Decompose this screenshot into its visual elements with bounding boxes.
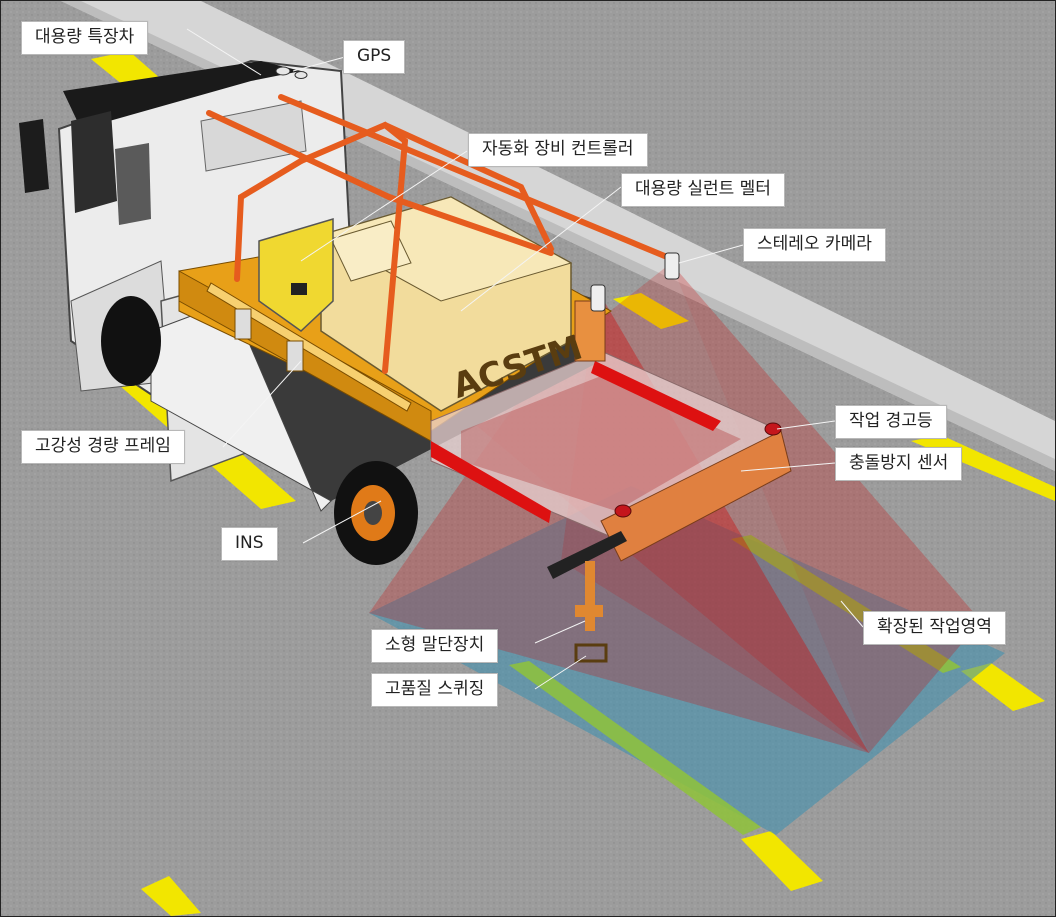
label-lightweight-frame: 고강성 경량 프레임 (21, 430, 185, 464)
end-effector-tool (547, 531, 627, 663)
gps-antenna (275, 66, 308, 79)
label-end-effector: 소형 말단장치 (371, 629, 499, 663)
warning-lights (614, 422, 782, 518)
stereo-cameras (590, 252, 680, 312)
label-stereo-camera: 스테레오 카메라 (743, 228, 886, 262)
extension-arm (430, 300, 792, 562)
roof-rails (206, 94, 670, 374)
work-area (369, 486, 1005, 835)
label-sealant-melter: 대용량 실런트 멜터 (621, 173, 785, 207)
label-automation-controller: 자동화 장비 컨트롤러 (468, 133, 648, 167)
label-gps: GPS (343, 40, 406, 74)
wheel-rear (334, 461, 418, 565)
wheel-front (101, 296, 161, 386)
label-expanded-work-area: 확장된 작업영역 (863, 611, 1006, 645)
label-squeegee: 고품질 스퀴징 (371, 673, 499, 707)
label-warning-light: 작업 경고등 (835, 405, 947, 439)
label-ins: INS (221, 527, 278, 561)
controller-box (258, 217, 334, 332)
label-special-vehicle: 대용량 특장차 (21, 21, 149, 55)
leader-lines (186, 28, 864, 690)
label-collision-sensor: 충돌방지 센서 (835, 447, 963, 481)
